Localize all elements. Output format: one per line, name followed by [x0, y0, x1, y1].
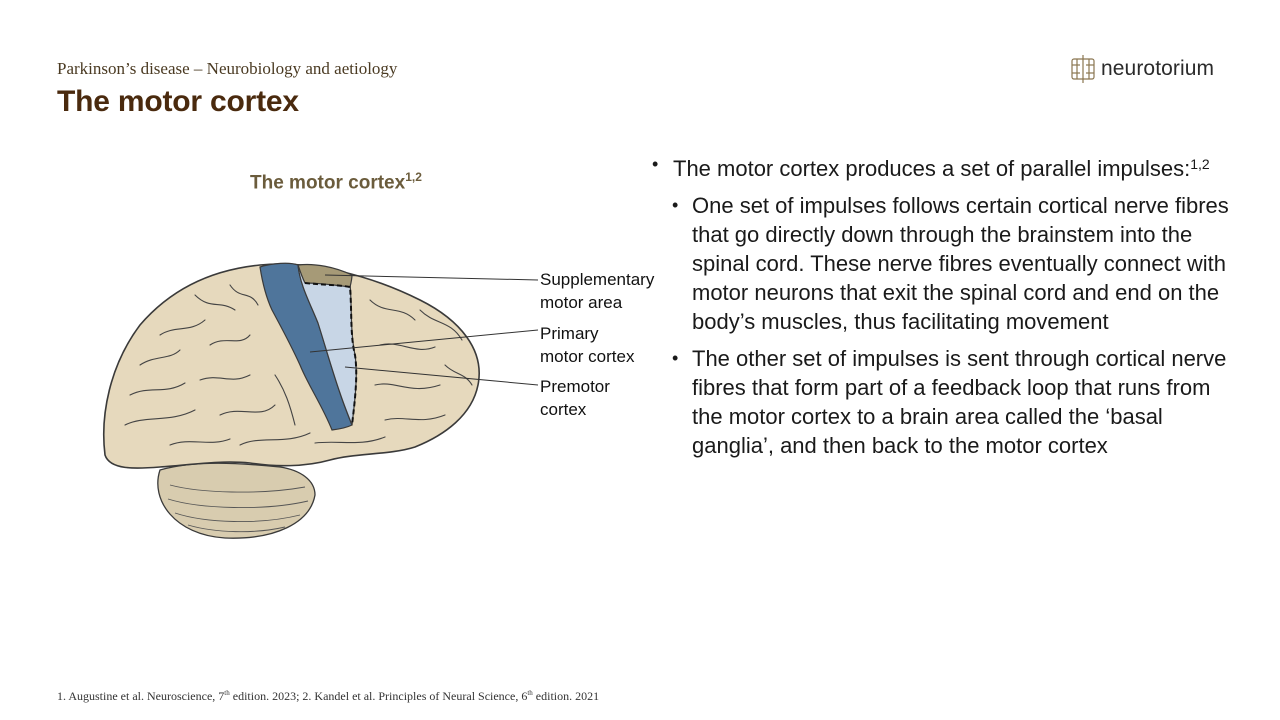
bullet-sub-2: • The other set of impulses is sent thro…: [672, 346, 1227, 458]
label-supplementary-motor-area: Supplementary motor area: [540, 270, 655, 312]
bullet-main-citation: 1,2: [1190, 156, 1210, 172]
gyri-lines: [124, 284, 473, 446]
cerebrum: [102, 263, 480, 469]
label-premotor-cortex: Premotor cortex: [540, 377, 610, 419]
logo-text: neurotorium: [1101, 57, 1215, 80]
premotor-boundary-dashed: [304, 282, 358, 426]
brain-illustration: [102, 262, 539, 539]
logo: neurotorium: [1070, 53, 1214, 85]
leader-lines: [309, 274, 539, 386]
bullet-marker: •: [672, 195, 679, 215]
bullet-main: • The motor cortex produces a set of par…: [652, 150, 1232, 183]
figure-title-citation: 1,2: [405, 170, 422, 184]
bullet-list: • The motor cortex produces a set of par…: [652, 150, 1232, 460]
footer-references: 1. Augustine et al. Neuroscience, 7th ed…: [57, 689, 600, 703]
neurotorium-logo-icon: [1071, 55, 1095, 83]
label-primary-motor-cortex: Primary motor cortex: [540, 324, 635, 366]
slide-title: The motor cortex: [57, 85, 299, 118]
cerebellum-folds: [167, 484, 309, 533]
bullet-marker: •: [672, 348, 679, 368]
slide-subtitle: Parkinson’s disease – Neurobiology and a…: [57, 59, 398, 78]
figure-title: The motor cortex1,2: [250, 170, 422, 194]
supplementary-motor-area-region: [297, 263, 353, 288]
cerebellum: [157, 462, 316, 539]
bullet-marker: •: [652, 154, 659, 174]
bullet-sub-1: • One set of impulses follows certain co…: [672, 193, 1229, 334]
